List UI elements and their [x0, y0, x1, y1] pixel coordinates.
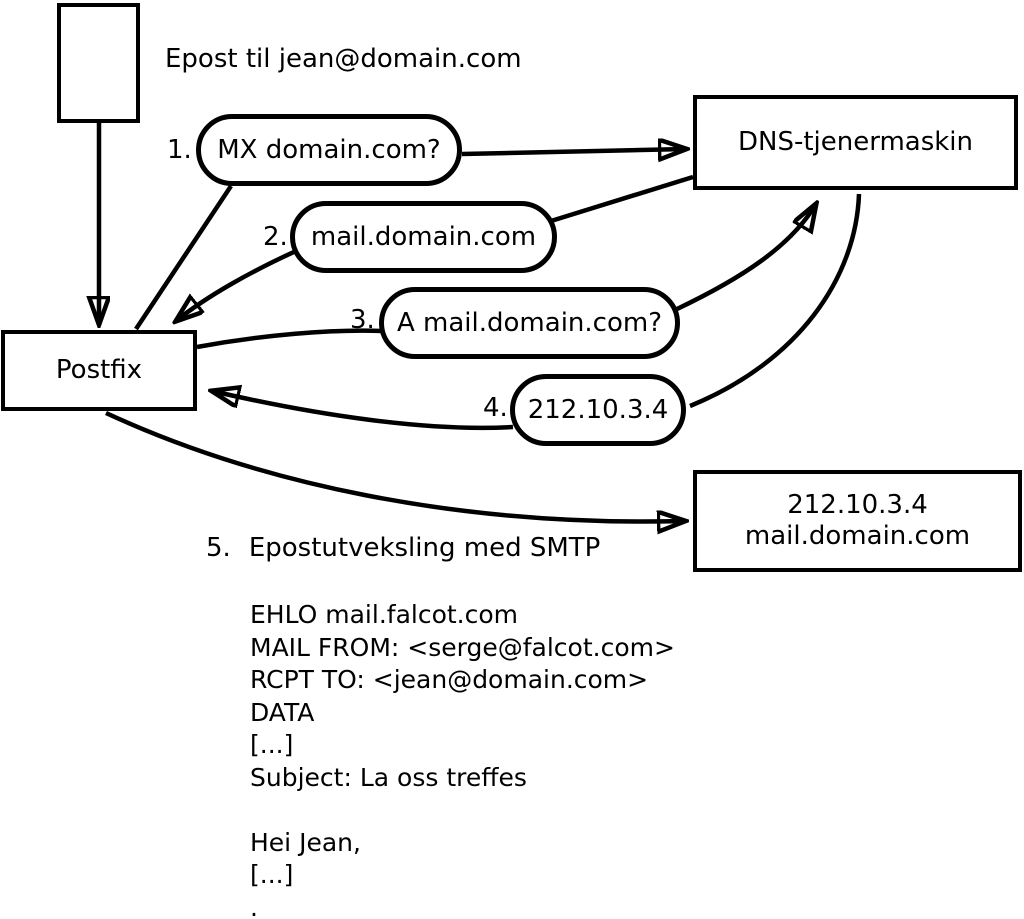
step3-number: 3. [350, 305, 375, 335]
smtp-line-greeting: Hei Jean, [250, 827, 361, 857]
step2-number: 2. [263, 222, 288, 252]
email-envelope-box [57, 3, 140, 123]
step1-number: 1. [167, 135, 192, 165]
arrow-a-reply-to-postfix [212, 391, 514, 431]
line-postfix-to-a-query [196, 328, 384, 350]
smtp-line-subject: Subject: La oss treffes [250, 762, 527, 792]
step5-number: 5. [206, 533, 231, 563]
smtp-line-ellipsis-2: [...] [250, 860, 294, 889]
postfix-box: Postfix [1, 330, 197, 411]
bubble-mx-reply: mail.domain.com [290, 201, 557, 273]
bubble-mx-query: MX domain.com? [196, 114, 462, 186]
smtp-session-transcript: EHLO mail.falcot.com MAIL FROM: <serge@f… [250, 599, 675, 919]
smtp-line-ellipsis-1: [...] [250, 730, 294, 759]
step5-gap [231, 533, 249, 563]
smtp-line-blank [250, 794, 675, 827]
step4-number: 4. [483, 393, 508, 423]
step5-label: Epostutveksling med SMTP [248, 533, 601, 563]
smtp-line-data: DATA [250, 697, 315, 727]
step5-caption: 5. Epostutveksling med SMTP [206, 533, 600, 563]
mail-server-ip: 212.10.3.4 [787, 490, 928, 520]
line-dns-to-mx-reply [550, 174, 694, 224]
dns-server-box: DNS-tjenermaskin [693, 95, 1018, 190]
smtp-line-mail-from: MAIL FROM: <serge@falcot.com> [250, 632, 675, 662]
mail-server-hostname: mail.domain.com [744, 521, 971, 551]
line-postfix-to-mx-query [134, 184, 233, 331]
bubble-a-reply: 212.10.3.4 [510, 374, 686, 446]
email-caption: Epost til jean@domain.com [165, 44, 522, 74]
arrow-mx-reply-to-postfix [176, 248, 297, 321]
smtp-line-end-dot: . [250, 892, 258, 919]
line-dns-to-a-reply [689, 193, 862, 409]
smtp-line-ehlo: EHLO mail.falcot.com [250, 600, 519, 629]
bubble-a-query: A mail.domain.com? [379, 287, 680, 359]
arrow-smtp-to-mailserver [105, 410, 685, 522]
arrow-mx-query-to-dns [461, 149, 686, 154]
mail-server-box: 212.10.3.4 mail.domain.com [693, 470, 1022, 572]
arrow-a-query-to-dns [676, 204, 816, 312]
smtp-line-rcpt-to: RCPT TO: <jean@domain.com> [250, 665, 649, 694]
